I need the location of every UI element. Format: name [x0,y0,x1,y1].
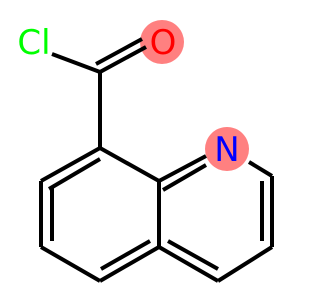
bond-ring-6-inner [47,157,102,191]
bond-pyridine-1 [158,154,207,183]
bond-c-cl [51,52,101,74]
bond-ring-1 [99,146,160,183]
bond-ring-3-inner [100,239,151,271]
bond-pyridine-5 [158,245,219,283]
bond-ring-3 [99,245,160,283]
bond-ring-4 [40,245,101,283]
nitrogen-label: N [214,130,239,170]
oxygen-label: O [150,23,177,63]
chlorine-label: Cl [17,23,50,63]
bond-pyridine-4 [216,245,274,283]
nitrogen-highlight [205,127,249,171]
bond-pyridine-5-inner [167,239,219,271]
bond-pyridine-1-inner [161,163,208,192]
bond-c-o-outer [99,45,147,74]
bond-ring-6 [40,146,101,183]
bond-c-o-inner [95,37,143,66]
bond-pyridine-2-black [247,160,274,178]
oxygen-highlight [140,20,184,64]
molecule-structure: Cl O N [17,20,274,283]
